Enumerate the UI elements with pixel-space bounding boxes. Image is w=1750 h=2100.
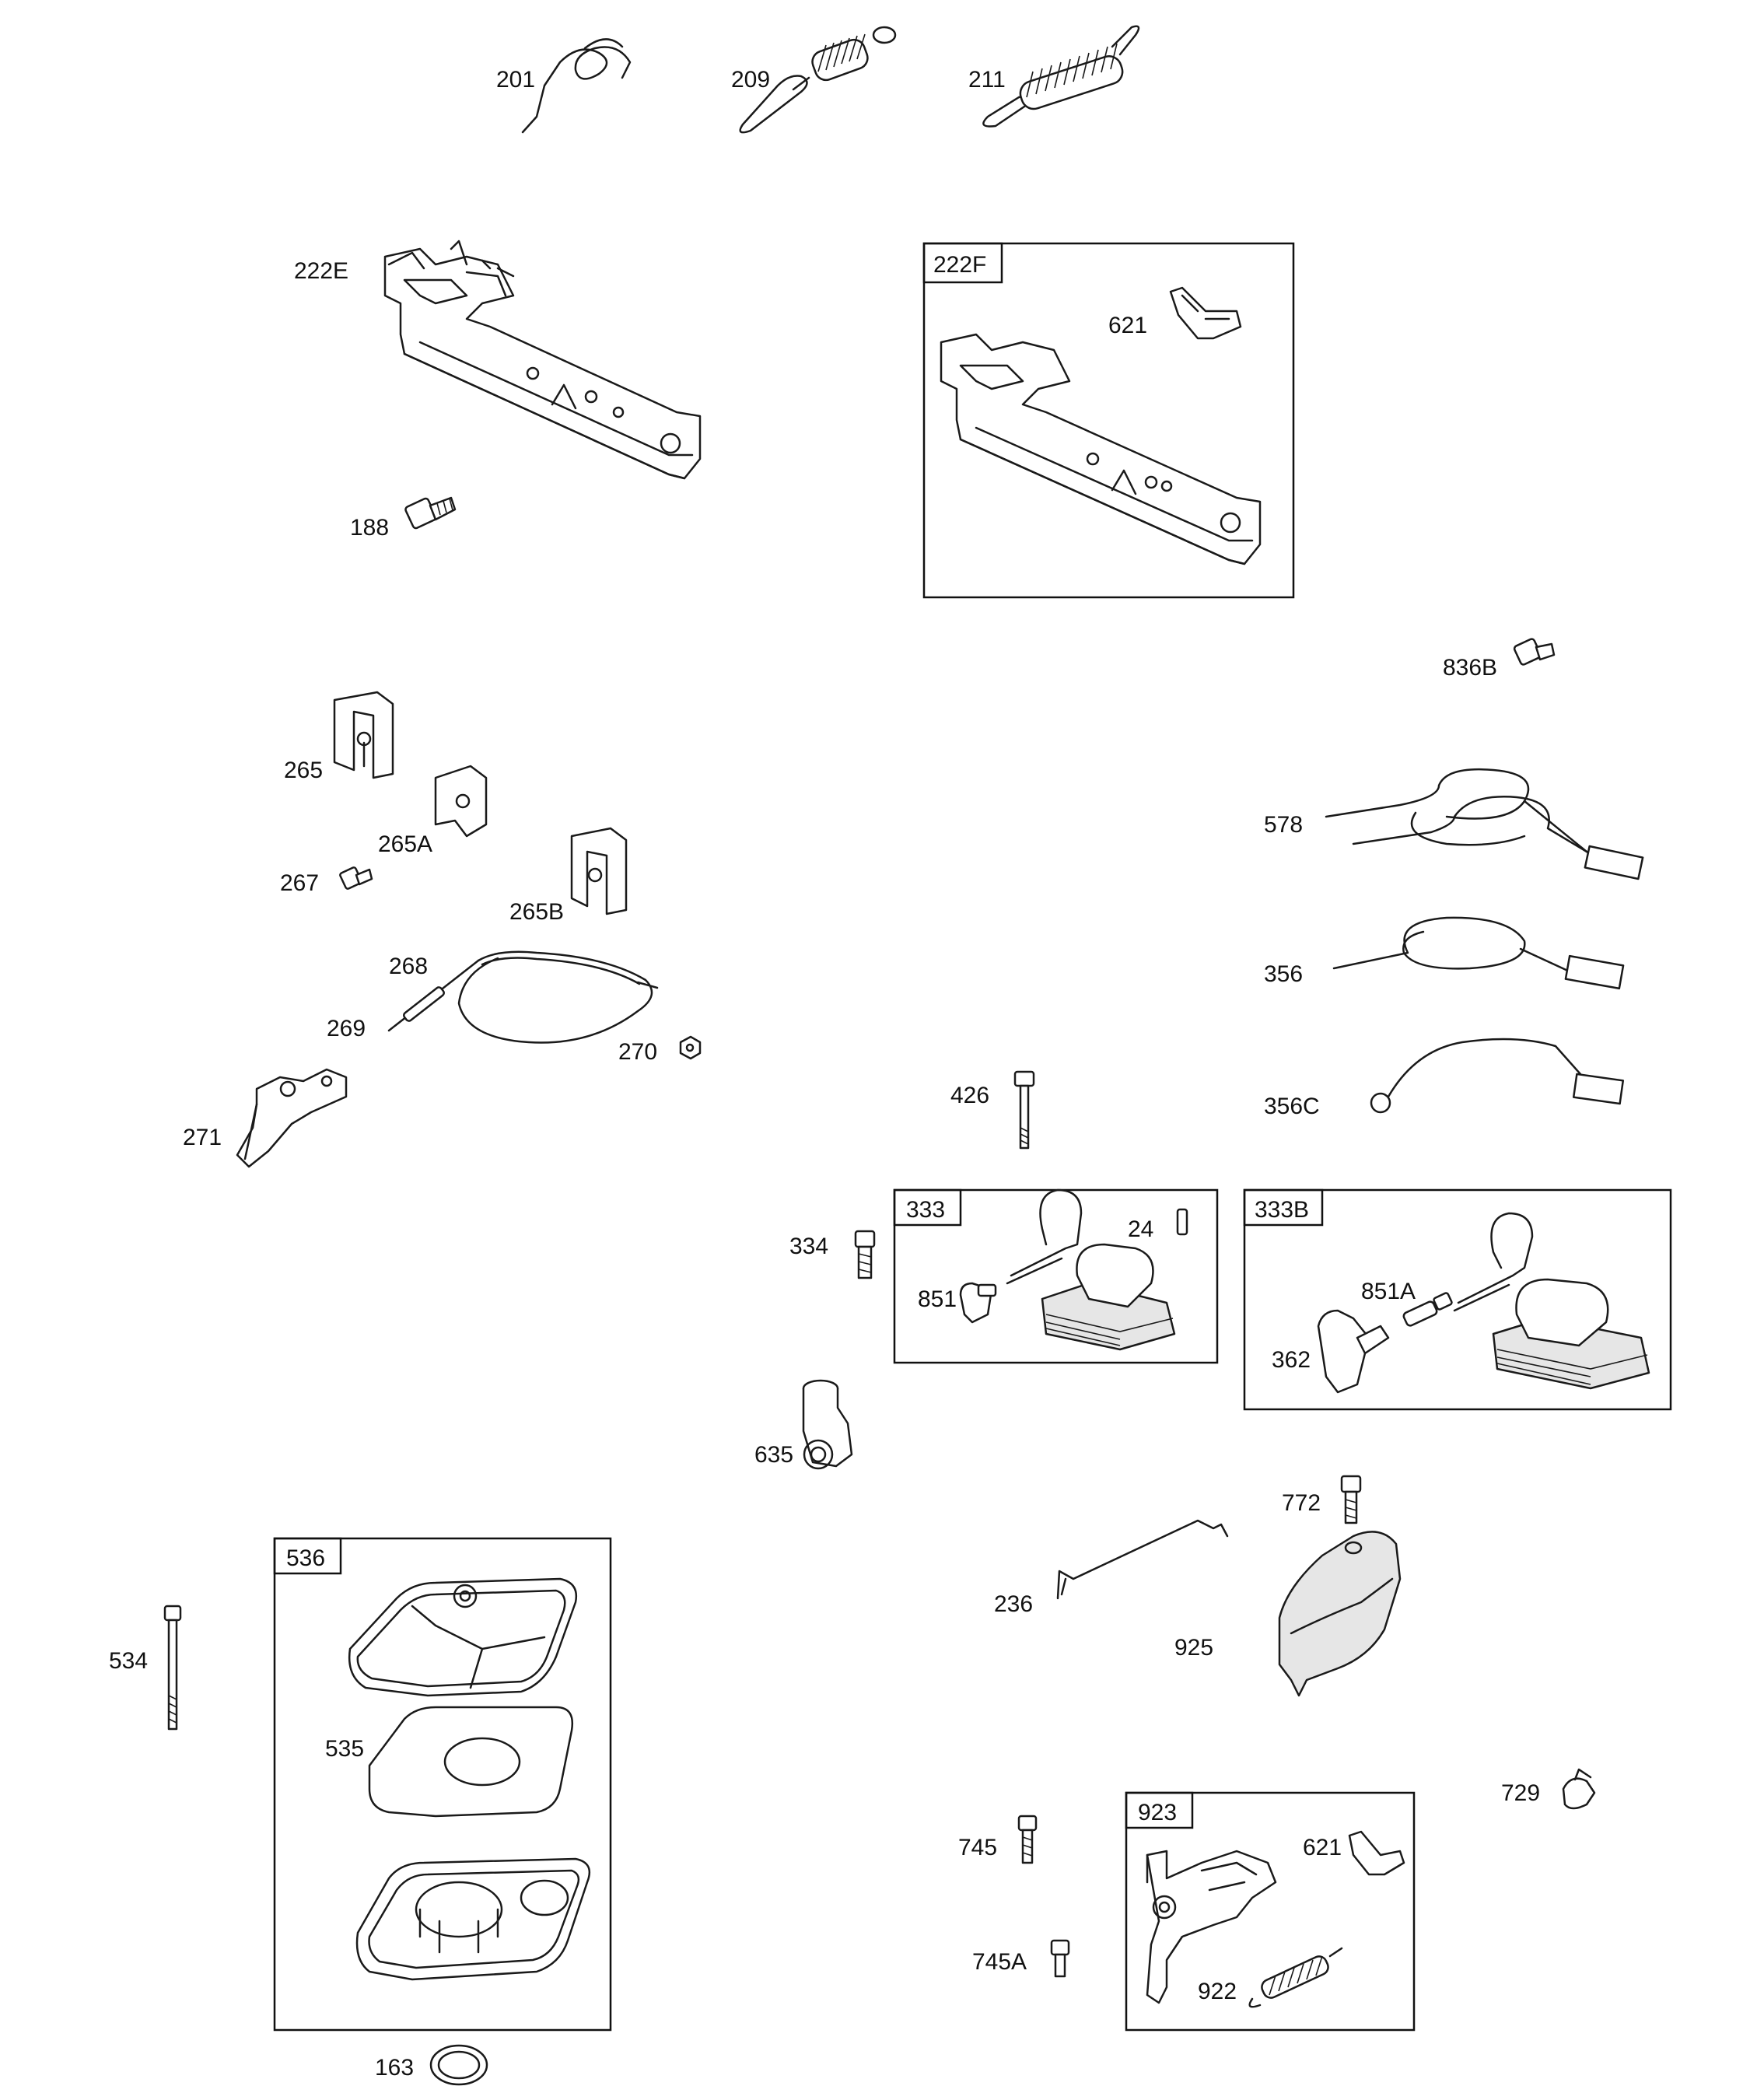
label-201: 201 <box>496 67 535 93</box>
label-333B: 333B <box>1255 1197 1309 1223</box>
label-268: 268 <box>389 954 428 979</box>
part-925-cover <box>1278 1531 1402 1697</box>
label-578: 578 <box>1264 812 1303 838</box>
label-836B: 836B <box>1443 655 1497 681</box>
label-535: 535 <box>325 1736 364 1762</box>
label-772: 772 <box>1282 1490 1321 1516</box>
label-922: 922 <box>1198 1979 1237 2004</box>
part-236-link <box>1056 1519 1229 1600</box>
part-334-screw <box>854 1230 876 1279</box>
label-536: 536 <box>286 1545 325 1571</box>
part-265A-cable-clamp <box>434 765 488 838</box>
part-534-screw <box>163 1605 182 1731</box>
label-209: 209 <box>731 67 770 93</box>
part-536-filter-cover <box>348 1577 578 1697</box>
label-163: 163 <box>375 2055 414 2081</box>
part-222F-control-bracket <box>940 333 1262 565</box>
label-621-b: 621 <box>1303 1835 1342 1860</box>
label-851A: 851A <box>1361 1279 1416 1304</box>
label-222E: 222E <box>294 258 348 284</box>
box-333B-tag <box>1243 1188 1324 1227</box>
label-745A: 745A <box>972 1949 1027 1975</box>
box-222F <box>922 242 1295 599</box>
label-925: 925 <box>1174 1635 1213 1661</box>
label-426: 426 <box>950 1083 989 1108</box>
label-271: 271 <box>183 1125 222 1150</box>
label-851: 851 <box>918 1286 957 1312</box>
part-265B-cable-clamp <box>570 827 628 915</box>
box-333-tag <box>893 1188 962 1227</box>
label-621-a: 621 <box>1108 313 1147 338</box>
part-269-cable-end <box>387 959 480 1032</box>
box-222F-tag <box>922 242 1003 284</box>
part-362-spark-plug-boot <box>1317 1309 1390 1394</box>
part-333B-ignition-armature <box>1453 1212 1650 1390</box>
label-236: 236 <box>994 1591 1033 1617</box>
part-333-ignition-armature <box>1006 1188 1176 1351</box>
part-201-spring-link <box>521 38 632 134</box>
label-534: 534 <box>109 1648 148 1674</box>
part-356-kill-wire <box>1332 916 1625 990</box>
label-188: 188 <box>350 515 389 541</box>
part-426-bolt <box>1013 1070 1035 1150</box>
label-265B: 265B <box>509 899 564 925</box>
part-211-extension-spring <box>982 25 1140 128</box>
part-922-spring <box>1248 1947 1343 2008</box>
part-209-governor-spring <box>739 26 897 134</box>
box-923 <box>1125 1791 1416 2032</box>
box-923-tag <box>1125 1791 1194 1829</box>
part-851-spark-boot <box>959 1282 997 1324</box>
label-222F: 222F <box>933 252 986 278</box>
part-265-cable-clamp <box>333 691 394 779</box>
box-333B <box>1243 1188 1672 1411</box>
part-222E-control-bracket <box>383 240 702 480</box>
box-536-tag <box>273 1537 342 1575</box>
part-745A-screw <box>1050 1939 1070 1978</box>
part-578-ground-wires <box>1325 768 1644 880</box>
label-745: 745 <box>958 1835 997 1860</box>
part-621-clip <box>1169 286 1242 340</box>
part-536-filter-base <box>355 1857 591 1981</box>
label-265: 265 <box>284 758 323 783</box>
part-745-screw <box>1017 1815 1038 1864</box>
label-270: 270 <box>618 1039 657 1065</box>
label-267: 267 <box>280 870 319 896</box>
part-270-nut <box>679 1035 702 1060</box>
label-362: 362 <box>1272 1347 1311 1373</box>
label-24: 24 <box>1128 1216 1153 1242</box>
label-635: 635 <box>754 1442 793 1468</box>
label-333: 333 <box>906 1197 945 1223</box>
part-271-lever <box>236 1068 348 1168</box>
part-621-clip-b <box>1348 1830 1405 1876</box>
box-536 <box>273 1537 612 2032</box>
label-356: 356 <box>1264 961 1303 987</box>
label-923: 923 <box>1138 1800 1177 1825</box>
part-24-pin <box>1176 1208 1188 1236</box>
part-836B-screw <box>1513 638 1556 666</box>
label-729: 729 <box>1501 1780 1540 1806</box>
part-729-clip <box>1562 1768 1596 1810</box>
part-267-screw <box>339 866 373 890</box>
part-188-screw <box>404 496 457 530</box>
label-265A: 265A <box>378 831 432 857</box>
part-356C-ground-wire <box>1370 1038 1625 1114</box>
label-334: 334 <box>789 1234 828 1259</box>
label-356C: 356C <box>1264 1094 1320 1119</box>
label-269: 269 <box>327 1016 366 1041</box>
part-923-control-bracket <box>1146 1850 1277 2004</box>
part-163-gasket <box>429 2044 488 2086</box>
part-268-control-cable <box>457 950 659 1044</box>
label-211: 211 <box>968 67 1006 93</box>
part-772-screw <box>1340 1475 1362 1524</box>
part-635-spark-boot <box>802 1379 853 1470</box>
part-851A-boot-adapter <box>1402 1292 1453 1327</box>
part-535-filter-element <box>368 1706 574 1818</box>
